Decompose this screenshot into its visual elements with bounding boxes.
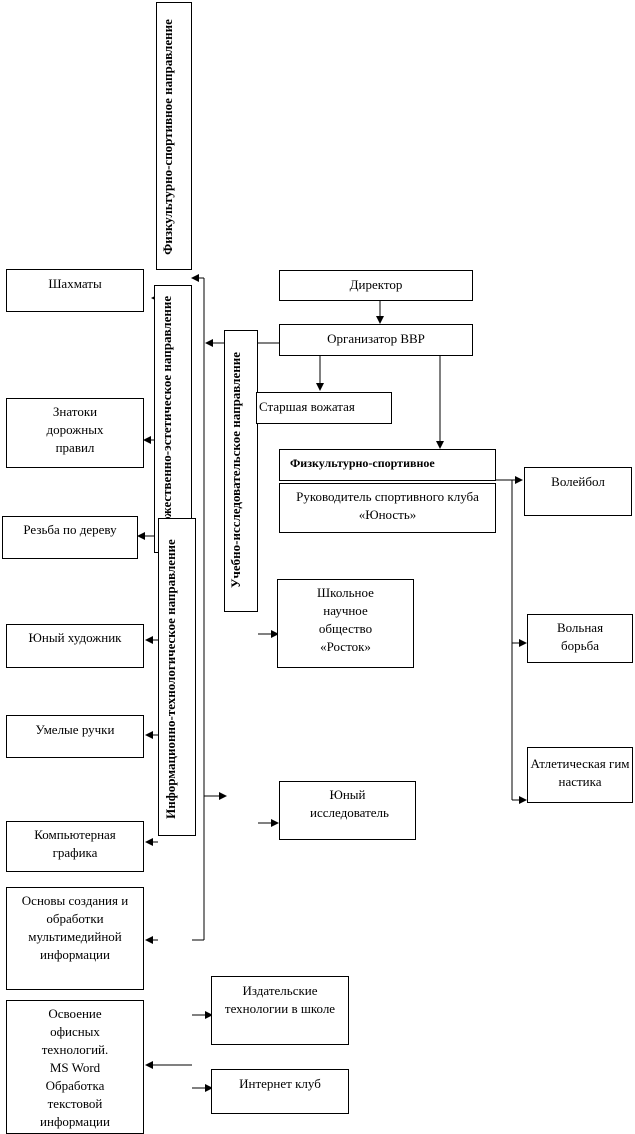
- computer-graphics-box: Компьютерная графика: [6, 821, 144, 872]
- art-direction-vertical-box: Художественно-эстетическое направление: [154, 285, 192, 553]
- sport-direction-vertical-box: Физкультурно-спортивное направление: [156, 2, 192, 270]
- sport-club-head-box: Руководитель спортивного клуба «Юность»: [279, 483, 496, 533]
- chess-box: Шахматы: [6, 269, 144, 312]
- sport-direction-vertical-label: Физкультурно-спортивное направление: [160, 19, 175, 255]
- wood-carving-box: Резьба по дереву: [2, 516, 138, 559]
- athletics-box: Атлетическая гимнастика: [527, 747, 633, 803]
- internet-club-box: Интернет клуб: [211, 1069, 349, 1114]
- school-society-box: Школьное научное общество «Росток»: [277, 579, 414, 668]
- director-box: Директор: [279, 270, 473, 301]
- skillful-hands-box: Умелые ручки: [6, 715, 144, 758]
- art-direction-vertical-label: Художественно-эстетическое направление: [159, 295, 174, 545]
- research-direction-vertical-box: Учебно-исследовательское направление: [224, 330, 258, 612]
- volleyball-box: Волейбол: [524, 467, 632, 516]
- young-artist-box: Юный художник: [6, 624, 144, 668]
- publishing-box: Издательские технологии в школе: [211, 976, 349, 1045]
- wrestling-box: Вольная борьба: [527, 614, 633, 663]
- office-box: Освоение офисных технологий. MS Word Обр…: [6, 1000, 144, 1134]
- multimedia-box: Основы создания и обработки мультимедийн…: [6, 887, 144, 990]
- research-direction-vertical-label: Учебно-исследовательское направление: [228, 352, 243, 588]
- traffic-rules-box: Знатоки дорожных правил: [6, 398, 144, 468]
- info-direction-vertical-box: Информационно-технологическое направлени…: [158, 518, 196, 836]
- senior-counselor-box: Старшая вожатая: [256, 392, 392, 424]
- organizer-box: Организатор ВВР: [279, 324, 473, 356]
- sport-direction-box: Физкультурно-спортивное: [279, 449, 496, 481]
- info-direction-vertical-label: Информационно-технологическое направлени…: [163, 539, 178, 819]
- young-researcher-box: Юный исследователь: [279, 781, 416, 840]
